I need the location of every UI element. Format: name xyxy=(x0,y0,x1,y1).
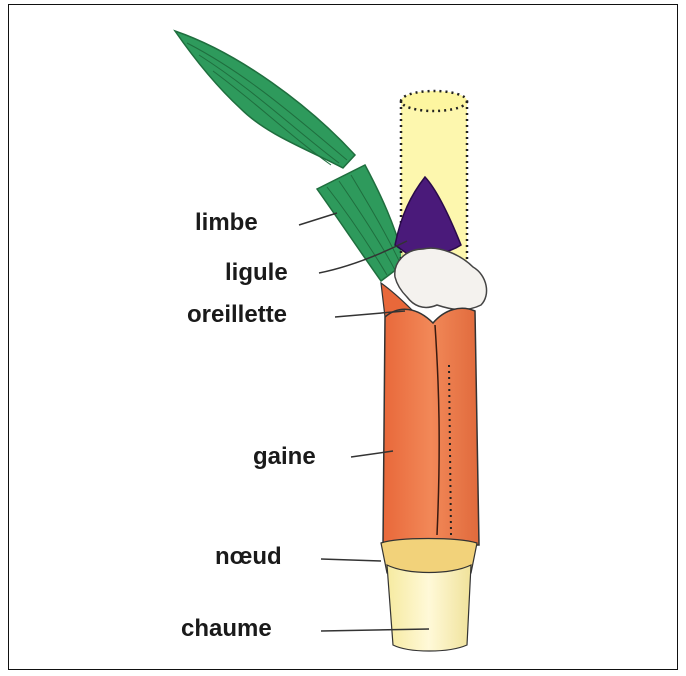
label-limbe: limbe xyxy=(195,211,258,235)
auricle-shape xyxy=(395,248,487,310)
culm-bottom xyxy=(387,565,471,651)
leaf-blade-upper xyxy=(175,31,355,168)
leaf-blade-lower xyxy=(317,165,405,281)
label-ligule: ligule xyxy=(225,261,288,285)
label-gaine: gaine xyxy=(253,445,316,469)
label-chaume: chaume xyxy=(181,617,272,641)
grass-leaf-diagram: limbe ligule oreillette gaine nœud chaum… xyxy=(8,4,678,670)
label-noeud: nœud xyxy=(215,545,282,569)
leader-noeud xyxy=(321,559,381,561)
label-oreillette: oreillette xyxy=(187,303,287,327)
grass-anatomy-drawing xyxy=(9,5,679,671)
leaf-sheath xyxy=(381,283,479,545)
leader-limbe xyxy=(299,213,337,225)
